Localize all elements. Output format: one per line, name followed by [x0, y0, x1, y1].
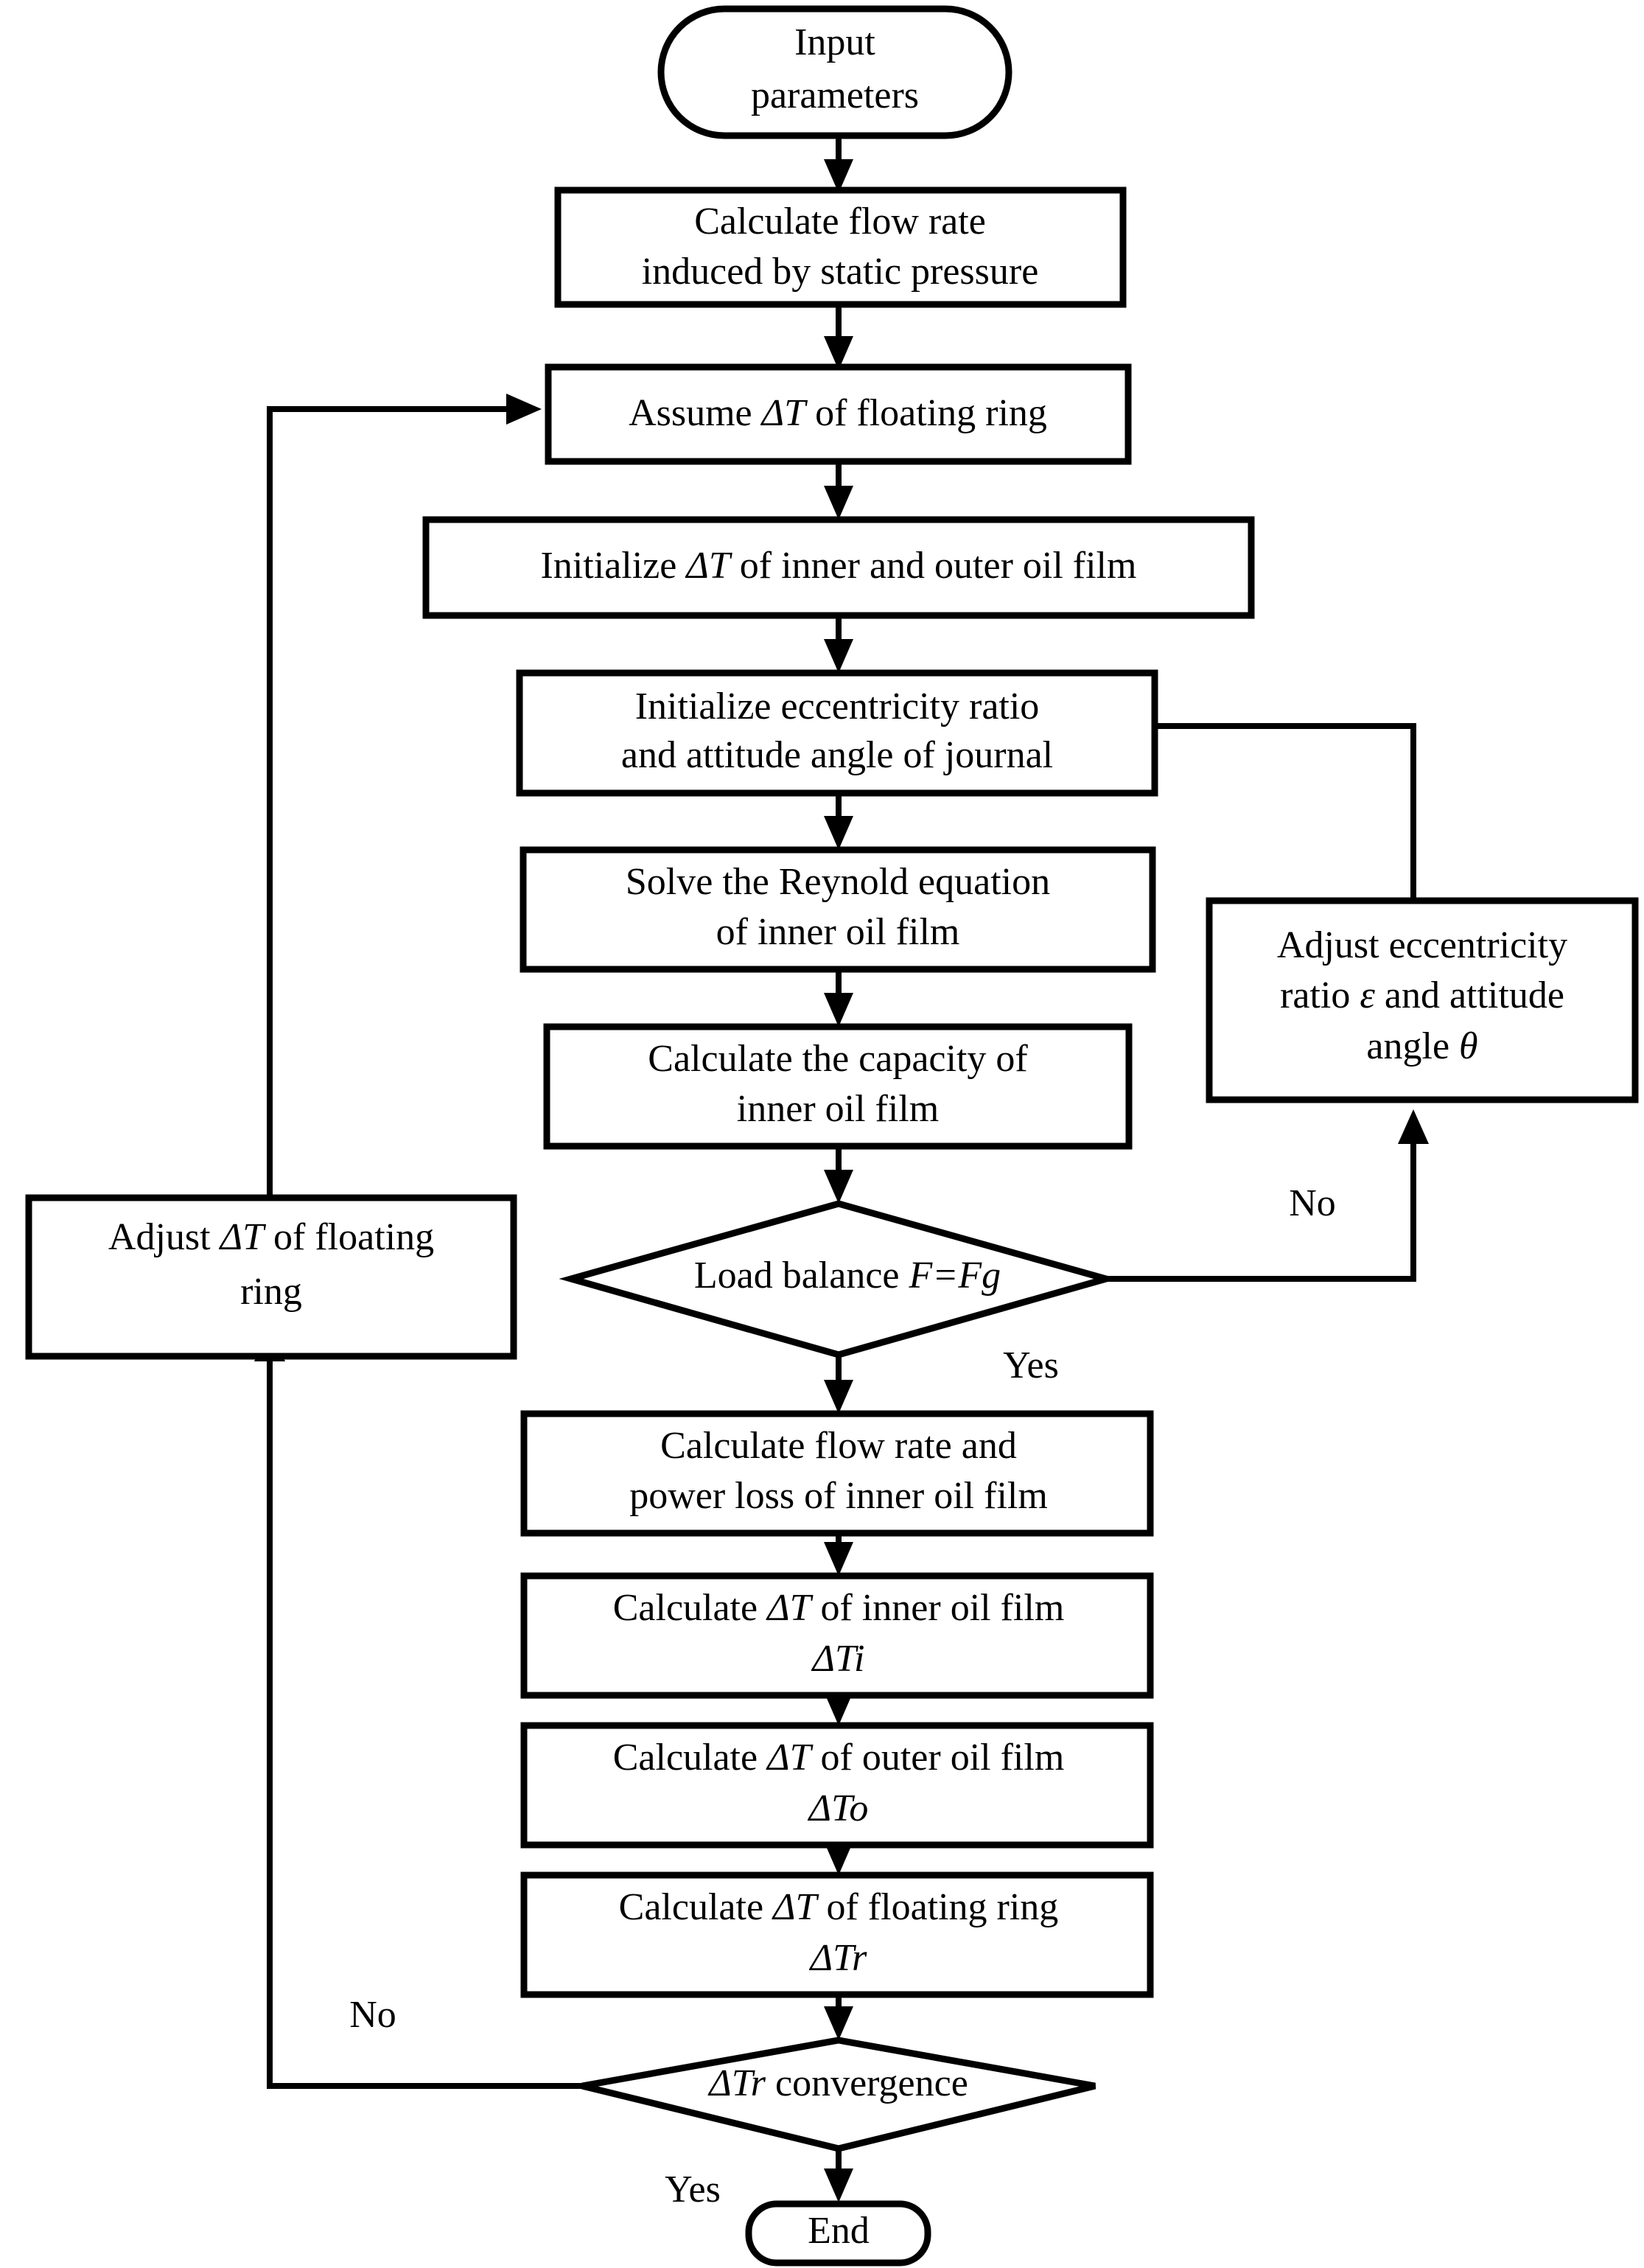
init-dt-films-suffix: of inner and outer oil film: [730, 545, 1137, 587]
node-calc-dt-outer-line2: ΔTo: [808, 1787, 869, 1829]
edge-reynold-to-capacity: [824, 969, 853, 1027]
node-calc-flow-rate-static-line1: Calculate flow rate: [694, 200, 986, 242]
calc-dt-ring-prefix: Calculate: [619, 1886, 773, 1928]
node-input-parameters-line1: Input: [794, 21, 875, 63]
node-dtr-convergence-decision[interactable]: ΔTr convergence: [581, 2037, 1096, 2152]
assume-dt-ring-prefix: Assume: [629, 392, 762, 434]
node-solve-reynold[interactable]: Solve the Reynold equation of inner oil …: [520, 846, 1156, 973]
calc-dt-outer-suffix: of outer oil film: [811, 1737, 1065, 1779]
edge-initecc-to-reynold: [824, 792, 853, 850]
calc-dt-outer-prefix: Calculate: [613, 1737, 767, 1779]
node-load-balance-decision[interactable]: Load balance F=Fg: [559, 1200, 1119, 1358]
edge-label-convergence-no: No: [349, 1994, 396, 2036]
edge-assume-to-initfilm: [824, 462, 853, 520]
node-adjust-eccentricity[interactable]: Adjust eccentricity ratio ε and attitude…: [1206, 897, 1639, 1103]
edge-capacity-to-loadbalance: [824, 1146, 853, 1204]
node-calc-capacity-line1: Calculate the capacity of: [648, 1038, 1028, 1080]
node-init-dt-films[interactable]: Initialize ΔT of inner and outer oil fil…: [422, 516, 1255, 619]
edge-loadbalance-yes-to-flowpower: [824, 1355, 853, 1414]
load-balance-prefix: Load balance: [694, 1255, 909, 1297]
calc-dt-ring-suffix: of floating ring: [816, 1886, 1058, 1928]
node-solve-reynold-line2: of inner oil film: [716, 911, 960, 953]
node-calc-capacity[interactable]: Calculate the capacity of inner oil film: [543, 1023, 1133, 1150]
init-dt-films-symbol: ΔT: [685, 545, 732, 587]
init-dt-films-prefix: Initialize: [541, 545, 687, 587]
node-input-parameters-line2: parameters: [751, 74, 919, 116]
node-load-balance-text: Load balance F=Fg: [694, 1255, 1001, 1297]
node-init-eccentricity[interactable]: Initialize eccentricity ratio and attitu…: [516, 669, 1158, 797]
node-calc-flow-rate-static-line2: induced by static pressure: [642, 251, 1039, 293]
node-init-dt-films-text: Initialize ΔT of inner and outer oil fil…: [541, 545, 1137, 587]
edge-label-convergence-yes: Yes: [665, 2168, 721, 2211]
node-calc-dt-inner-line2: ΔTi: [811, 1638, 864, 1680]
node-calc-dt-inner-line1: Calculate ΔT of inner oil film: [613, 1587, 1065, 1629]
node-calc-dt-outer[interactable]: Calculate ΔT of outer oil film ΔTo: [520, 1722, 1154, 1849]
node-calc-flow-power-inner-line2: power loss of inner oil film: [629, 1475, 1048, 1517]
calc-dt-inner-suffix: of inner oil film: [811, 1587, 1065, 1629]
edge-flowpower-to-dtinner: [824, 1533, 853, 1576]
adjust-dt-ring-prefix: Adjust: [108, 1216, 220, 1258]
node-calc-dt-inner[interactable]: Calculate ΔT of inner oil film ΔTi: [520, 1572, 1154, 1699]
assume-dt-ring-symbol: ΔT: [760, 392, 808, 434]
edge-convergence-yes-to-end: [824, 2149, 853, 2202]
node-assume-dt-ring[interactable]: Assume ΔT of floating ring: [545, 363, 1132, 465]
adjust-dt-ring-suffix: of floating: [264, 1216, 434, 1258]
node-adjust-eccentricity-line3: angle θ: [1366, 1025, 1477, 1067]
node-calc-flow-power-inner[interactable]: Calculate flow rate and power loss of in…: [520, 1410, 1154, 1537]
node-end[interactable]: End: [745, 2200, 931, 2267]
node-solve-reynold-line1: Solve the Reynold equation: [626, 861, 1050, 903]
adjust-eccentricity-theta-symbol: θ: [1459, 1025, 1478, 1067]
calc-dt-ring-symbol: ΔT: [772, 1886, 819, 1928]
assume-dt-ring-suffix: of floating ring: [805, 392, 1047, 434]
calc-dt-inner-symbol: ΔT: [766, 1587, 814, 1629]
edge-label-load-balance-yes: Yes: [1003, 1344, 1059, 1386]
node-init-eccentricity-line1: Initialize eccentricity ratio: [635, 685, 1040, 727]
adjust-eccentricity-l2-suffix: and attitude: [1375, 974, 1564, 1016]
adjust-eccentricity-l3-prefix: angle: [1366, 1025, 1459, 1067]
node-adjust-dt-ring[interactable]: Adjust ΔT of floating ring: [25, 1194, 517, 1360]
edge-dtring-to-convergence: [824, 1995, 853, 2040]
dtr-convergence-symbol: ΔTr: [707, 2062, 766, 2104]
edge-initfilm-to-initecc: [824, 615, 853, 673]
node-end-label: End: [808, 2210, 870, 2252]
node-adjust-dt-ring-line2: ring: [240, 1271, 302, 1313]
node-calc-dt-outer-line1: Calculate ΔT of outer oil film: [613, 1737, 1065, 1779]
node-calc-dt-ring[interactable]: Calculate ΔT of floating ring ΔTr: [520, 1871, 1154, 1998]
load-balance-symbol: F=Fg: [909, 1255, 1001, 1297]
node-calc-capacity-line2: inner oil film: [737, 1088, 939, 1130]
edge-loadbalance-no-to-adjusteccentricity: [1106, 1109, 1429, 1282]
node-dtr-convergence-text: ΔTr convergence: [707, 2062, 968, 2104]
node-calc-dt-ring-line1: Calculate ΔT of floating ring: [619, 1886, 1059, 1928]
calc-dt-outer-symbol: ΔT: [766, 1737, 814, 1779]
edge-label-load-balance-no: No: [1289, 1182, 1336, 1224]
node-adjust-eccentricity-line2: ratio ε and attitude: [1280, 974, 1564, 1016]
node-assume-dt-ring-text: Assume ΔT of floating ring: [629, 392, 1047, 434]
adjust-eccentricity-l2-prefix: ratio: [1280, 974, 1360, 1016]
dtr-convergence-suffix: convergence: [766, 2062, 968, 2104]
node-input-parameters[interactable]: Input parameters: [657, 5, 1012, 139]
node-adjust-dt-ring-line1: Adjust ΔT of floating: [108, 1216, 434, 1258]
edge-adjustdt-to-assume: [267, 394, 542, 1198]
node-calc-flow-power-inner-line1: Calculate flow rate and: [660, 1425, 1017, 1467]
edge-input-to-calcflow: [824, 136, 853, 193]
node-calc-dt-ring-line2: ΔTr: [809, 1937, 868, 1979]
adjust-eccentricity-epsilon-symbol: ε: [1360, 974, 1375, 1016]
node-adjust-eccentricity-line1: Adjust eccentricity: [1277, 924, 1567, 966]
node-init-eccentricity-line2: and attitude angle of journal: [621, 734, 1053, 776]
node-calc-flow-rate-static[interactable]: Calculate flow rate induced by static pr…: [554, 186, 1127, 308]
adjust-dt-ring-symbol: ΔT: [219, 1216, 267, 1258]
calc-dt-inner-prefix: Calculate: [613, 1587, 767, 1629]
